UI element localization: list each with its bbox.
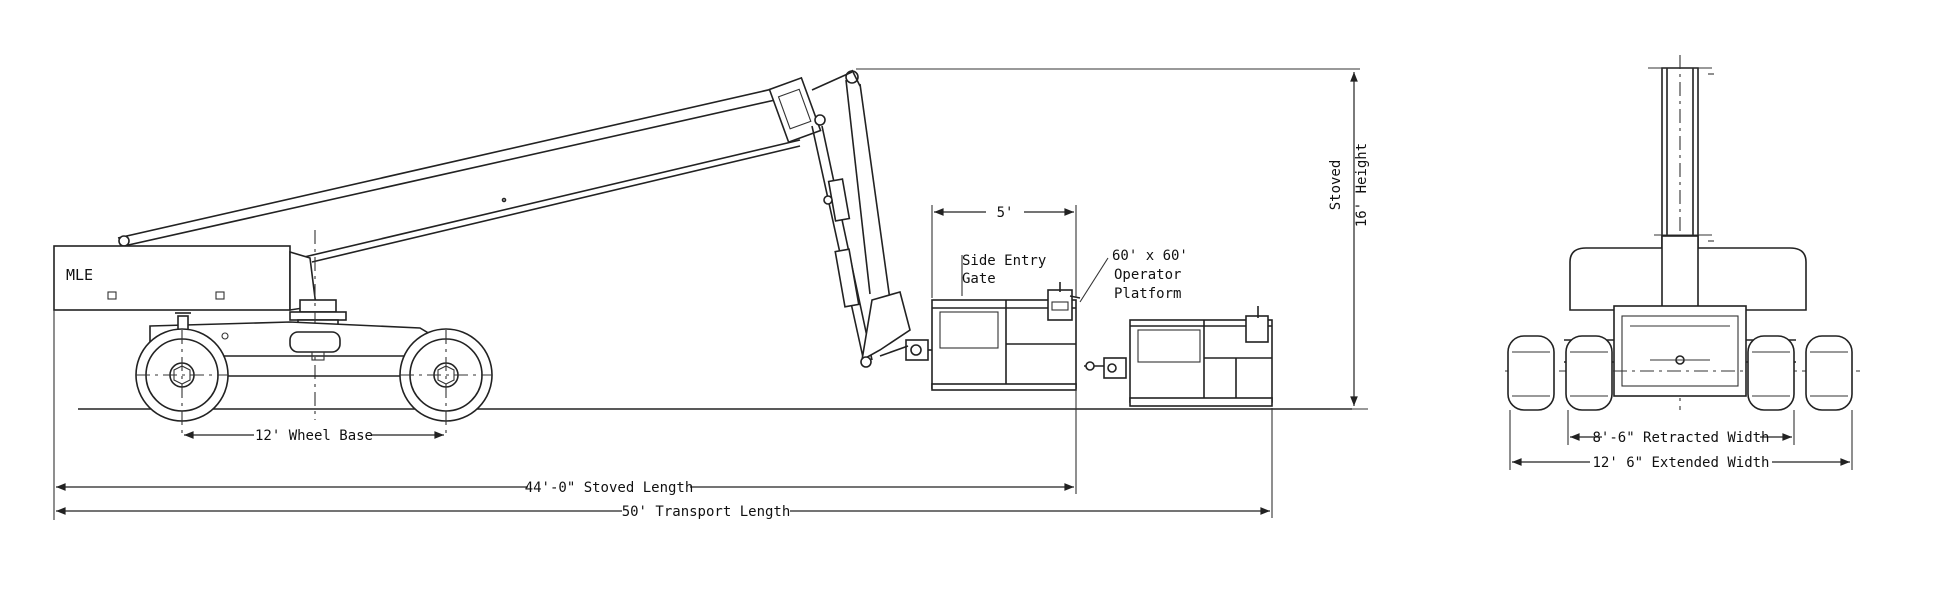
side-view: MLE <box>53 68 1370 520</box>
jib-arm <box>811 79 911 368</box>
stowed-height-line1: Stoved <box>1328 160 1344 211</box>
front-wheel-outer-right <box>1805 335 1853 411</box>
operator-line1: 60' x 60' <box>1112 248 1188 264</box>
retracted-width-label: 8'-6" Retracted Width <box>1592 430 1769 446</box>
dim-extended-width: 12' 6" Extended Width <box>1509 410 1853 471</box>
front-wheel-inner-right <box>1747 335 1795 411</box>
wheel-base-label: 12' Wheel Base <box>255 428 373 444</box>
platform-front <box>931 282 1081 391</box>
dim-transport-length: 50' Transport Length <box>55 408 1273 520</box>
transport-platform <box>1084 306 1273 407</box>
extended-width-label: 12' 6" Extended Width <box>1592 455 1769 471</box>
dim-retracted-width: 8'-6" Retracted Width <box>1567 410 1795 446</box>
logo-text: MLE <box>66 266 93 284</box>
front-wheel-inner-left <box>1565 335 1613 411</box>
side-entry-line2: Gate <box>962 271 996 287</box>
stowed-length-label: 44'-0" Stoved Length <box>525 480 694 496</box>
front-view: 8'-6" Retracted Width 12' 6" Extended Wi… <box>1505 55 1860 471</box>
dim-platform-width: 5' <box>931 205 1077 298</box>
side-entry-line1: Side Entry <box>962 253 1046 269</box>
front-wheel <box>399 328 493 436</box>
platform-width-label: 5' <box>997 205 1014 221</box>
rear-wheel <box>135 328 229 436</box>
dim-stowed-length: 44'-0" Stoved Length <box>53 310 1077 520</box>
main-boom <box>117 84 801 263</box>
callout-operator-platform: 60' x 60' Operator Platform <box>1079 248 1188 303</box>
operator-line3: Platform <box>1114 286 1181 302</box>
transport-length-label: 50' Transport Length <box>622 504 791 520</box>
operator-line2: Operator <box>1114 267 1181 283</box>
front-chassis <box>1505 305 1860 397</box>
front-wheel-outer-left <box>1507 335 1555 411</box>
stowed-height-line2: 16' Height <box>1354 143 1370 227</box>
front-housing <box>1569 235 1807 311</box>
boom-head-knuckle <box>768 69 861 144</box>
callout-side-entry-gate: Side Entry Gate <box>961 253 1046 296</box>
dim-stowed-height: Stoved 16' Height <box>856 68 1370 410</box>
dim-wheel-base: 12' Wheel Base <box>184 428 444 444</box>
